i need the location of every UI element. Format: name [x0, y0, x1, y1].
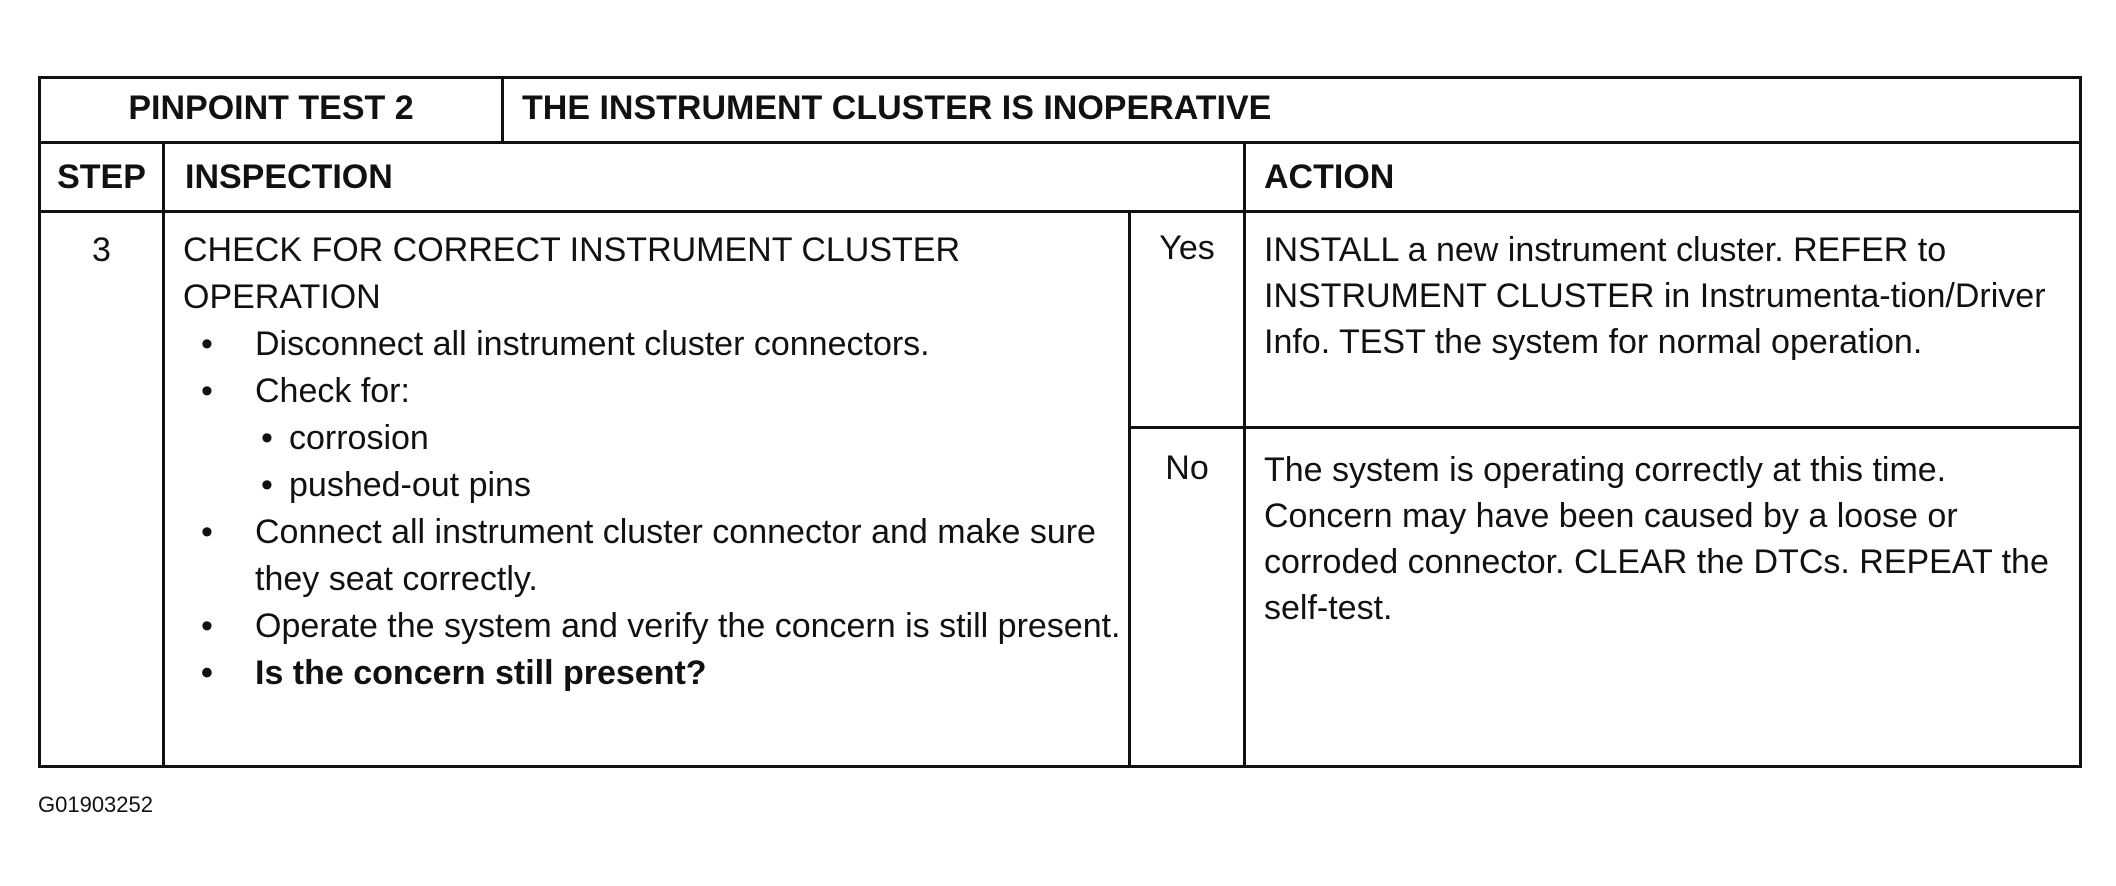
inspection-sub-bullet: pushed-out pins — [255, 462, 1128, 509]
action-column-header: ACTION — [1264, 158, 1395, 196]
inspection-bullet: Operate the system and verify the concer… — [183, 603, 1128, 650]
table-header-row: STEP INSPECTION ACTION — [41, 144, 2079, 213]
inspection-cell: CHECK FOR CORRECT INSTRUMENT CLUSTER OPE… — [165, 213, 1131, 765]
answer-yes-action: INSTALL a new instrument cluster. REFER … — [1264, 231, 2046, 361]
inspection-sub-bullet-list: corrosion pushed-out pins — [255, 415, 1128, 509]
inspection-heading: CHECK FOR CORRECT INSTRUMENT CLUSTER OPE… — [183, 231, 961, 316]
answer-no-label: No — [1131, 429, 1246, 765]
answers-cell: Yes INSTALL a new instrument cluster. RE… — [1131, 213, 2079, 765]
inspection-question: Is the concern still present? — [183, 650, 1128, 697]
step-column-header: STEP — [41, 144, 165, 210]
table-row: 3 CHECK FOR CORRECT INSTRUMENT CLUSTER O… — [41, 213, 2079, 765]
test-title: THE INSTRUMENT CLUSTER IS INOPERATIVE — [522, 89, 1272, 127]
figure-id: G01903252 — [38, 792, 153, 817]
inspection-bullet: Disconnect all instrument cluster connec… — [183, 321, 1128, 368]
step-number: 3 — [41, 213, 165, 765]
inspection-bullet-check-for: Check for: corrosion pushed-out pins — [183, 368, 1128, 509]
inspection-column-header: INSPECTION — [165, 144, 1246, 210]
inspection-sub-bullet: corrosion — [255, 415, 1128, 462]
test-number-label: PINPOINT TEST 2 — [41, 79, 504, 141]
answer-no-row: No The system is operating correctly at … — [1131, 429, 2079, 765]
answer-yes-label: Yes — [1131, 213, 1246, 426]
inspection-bullet: Connect all instrument cluster connector… — [183, 509, 1128, 603]
inspection-bullet-text: Check for: — [255, 372, 410, 410]
table-title-row: PINPOINT TEST 2 THE INSTRUMENT CLUSTER I… — [41, 79, 2079, 144]
answer-yes-row: Yes INSTALL a new instrument cluster. RE… — [1131, 213, 2079, 429]
answer-no-action: The system is operating correctly at thi… — [1264, 451, 2049, 627]
pinpoint-test-table: PINPOINT TEST 2 THE INSTRUMENT CLUSTER I… — [38, 76, 2082, 768]
inspection-bullet-list: Disconnect all instrument cluster connec… — [183, 321, 1128, 697]
